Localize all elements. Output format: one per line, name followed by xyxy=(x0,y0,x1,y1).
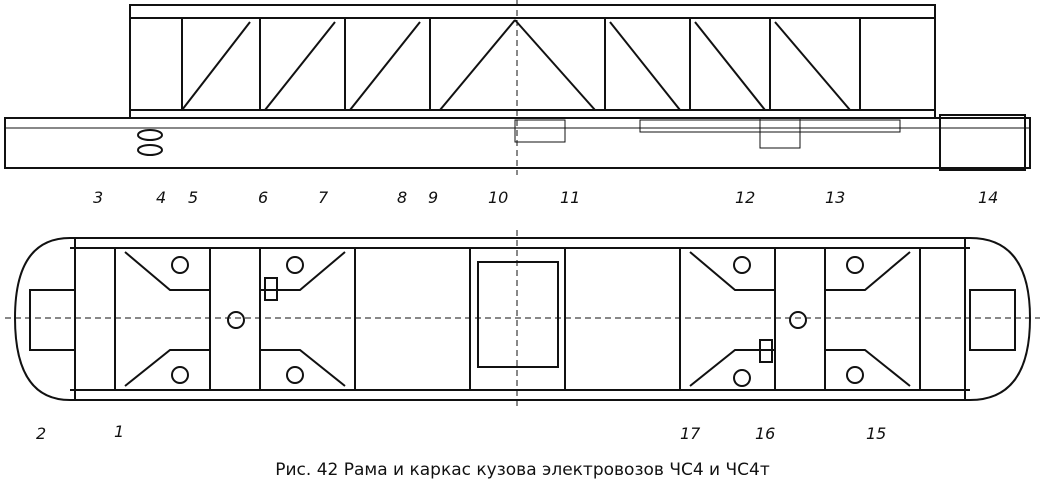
callout-label: 15 xyxy=(866,424,887,443)
figure-caption: Рис. 42 Рама и каркас кузова электровозо… xyxy=(275,460,770,480)
callout-label: 7 xyxy=(318,188,329,207)
callout-label: 2 xyxy=(36,424,47,443)
callout-label: 8 xyxy=(397,188,408,207)
callout-label: 14 xyxy=(978,188,999,207)
callout-label: 10 xyxy=(488,188,509,207)
callout-label: 12 xyxy=(735,188,756,207)
callout-label: 1 xyxy=(114,422,125,441)
callout-label: 4 xyxy=(156,188,167,207)
side-elevation xyxy=(4,0,1031,175)
callout-label: 13 xyxy=(825,188,846,207)
callout-label: 11 xyxy=(560,188,581,207)
callout-label: 5 xyxy=(188,188,199,207)
callout-label: 9 xyxy=(428,188,439,207)
plan-view xyxy=(5,230,1040,410)
callout-label: 16 xyxy=(755,424,776,443)
callout-label: 6 xyxy=(258,188,269,207)
callout-label: 3 xyxy=(93,188,104,207)
callout-label: 17 xyxy=(680,424,701,443)
